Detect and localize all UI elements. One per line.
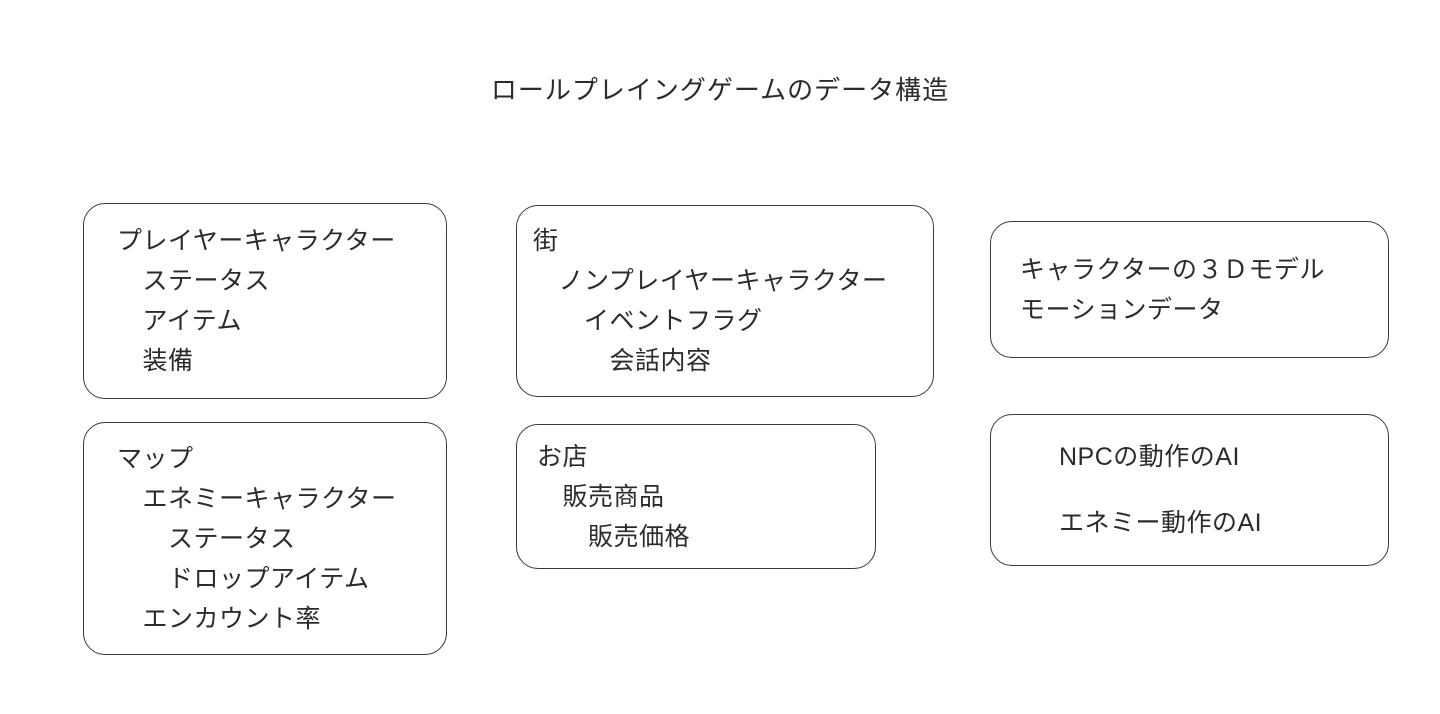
character-assets-box[interactable]: キャラクターの３Ｄモデル モーションデータ	[990, 221, 1389, 358]
node-line: エネミーキャラクター	[117, 484, 397, 513]
node-line: 販売価格	[537, 522, 691, 551]
node-line: プレイヤーキャラクター	[117, 227, 396, 255]
node-line: アイテム	[117, 307, 243, 335]
shop-box[interactable]: お店 販売商品 販売価格	[516, 424, 876, 569]
player-character-box[interactable]: プレイヤーキャラクター ステータス アイテム 装備	[83, 203, 447, 399]
node-line: イベントフラグ	[533, 307, 763, 335]
map-text: マップ エネミーキャラクター ステータス ドロップアイテム エンカウント率	[84, 423, 446, 654]
page-title: ロールプレイングゲームのデータ構造	[490, 75, 950, 105]
node-line: モーションデータ	[1020, 295, 1224, 324]
town-text: 街 ノンプレイヤーキャラクター イベントフラグ 会話内容	[517, 206, 933, 396]
map-box[interactable]: マップ エネミーキャラクター ステータス ドロップアイテム エンカウント率	[83, 422, 447, 655]
node-line: エンカウント率	[117, 604, 322, 633]
node-line: 会話内容	[533, 347, 712, 375]
node-line: 街	[533, 227, 559, 255]
node-line: NPCの動作のAI	[1059, 443, 1240, 471]
node-line: ステータス	[117, 267, 271, 295]
node-line: 装備	[117, 347, 194, 375]
ai-text: NPCの動作のAI エネミー動作のAI	[991, 415, 1388, 565]
ai-box[interactable]: NPCの動作のAI エネミー動作のAI	[990, 414, 1389, 566]
node-line: ステータス	[117, 524, 296, 553]
shop-text: お店 販売商品 販売価格	[517, 425, 875, 568]
player-character-text: プレイヤーキャラクター ステータス アイテム 装備	[84, 204, 446, 398]
town-box[interactable]: 街 ノンプレイヤーキャラクター イベントフラグ 会話内容	[516, 205, 934, 397]
node-line: お店	[537, 442, 589, 471]
node-line: キャラクターの３Ｄモデル	[1020, 255, 1326, 284]
node-line-spacer	[1059, 477, 1388, 503]
node-line: エネミー動作のAI	[1059, 509, 1263, 537]
node-line: ノンプレイヤーキャラクター	[533, 267, 888, 295]
character-assets-text: キャラクターの３Ｄモデル モーションデータ	[991, 222, 1388, 357]
node-line: マップ	[117, 444, 194, 473]
node-line: ドロップアイテム	[117, 564, 370, 593]
node-line: 販売商品	[537, 482, 665, 511]
